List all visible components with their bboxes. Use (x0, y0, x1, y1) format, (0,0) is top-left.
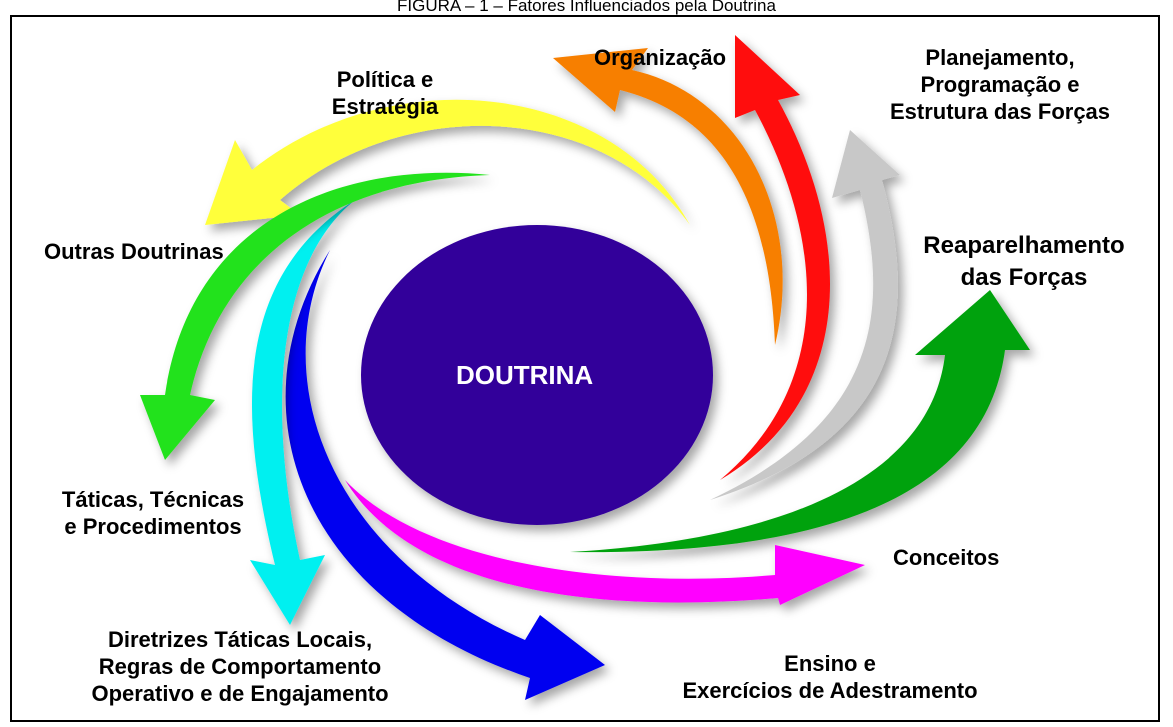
label-taticas: Táticas, Técnicas e Procedimentos (61, 487, 245, 539)
arrow-organizacao (553, 48, 783, 345)
center-label: DOUTRINA (456, 360, 594, 390)
arrow-planejamento (710, 130, 900, 500)
doctrine-center (361, 225, 713, 525)
arrow-politica-estrategia (205, 99, 690, 225)
figure-caption: FIGURA – 1 – Fatores Influenciados pela … (397, 0, 776, 15)
arrow-organizacao-red (720, 35, 831, 480)
label-ensino: Ensino e Exercícios de Adestramento (682, 651, 978, 703)
arrow-taticas (140, 172, 490, 460)
arrow-conceitos (345, 480, 865, 605)
arrow-reaparelhamento (570, 290, 1030, 553)
label-conceitos: Conceitos (893, 545, 1000, 570)
arrow-diretrizes (250, 200, 355, 625)
label-diretrizes: Diretrizes Táticas Locais, Regras de Com… (91, 627, 389, 706)
label-reaparelhamento: Reaparelhamento das Forças (923, 232, 1125, 291)
label-politica-estrategia: Política e Estratégia (331, 67, 439, 119)
label-outras-doutrinas: Outras Doutrinas (44, 239, 224, 264)
label-organizacao: Organização (594, 45, 727, 70)
label-planejamento: Planejamento, Programação e Estrutura da… (889, 45, 1111, 124)
arrow-ensino (285, 250, 605, 700)
